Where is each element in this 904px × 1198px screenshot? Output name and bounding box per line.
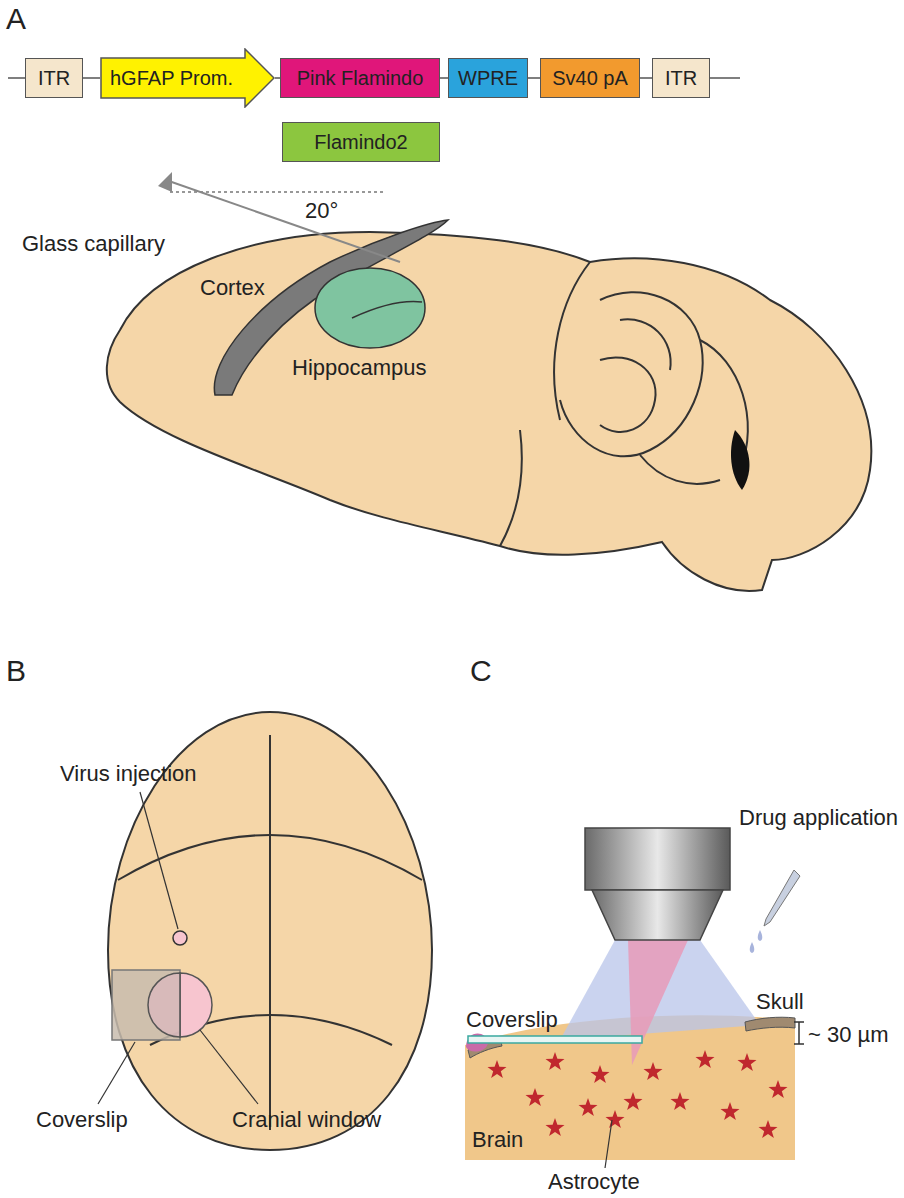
glass-capillary: [166, 180, 400, 262]
leader-line: [140, 792, 178, 929]
panel-letter: B: [6, 654, 26, 687]
node-text: WPRE: [458, 67, 518, 90]
hippocampus-line: [352, 302, 422, 318]
coverslip-glass: [468, 1036, 642, 1043]
brainstem-fill: [731, 430, 749, 490]
brain-outline: [107, 232, 871, 591]
region-label: Cortex: [200, 276, 265, 300]
sensor-box: Flamindo2: [282, 122, 440, 162]
part-label: Virus injection: [60, 762, 197, 786]
droplet: [750, 930, 763, 953]
backbone-line: [8, 77, 25, 79]
node-text: ITR: [665, 67, 697, 90]
node-text: Flamindo2: [314, 131, 407, 154]
excitation-cone: [628, 940, 688, 1065]
node-text: ITR: [38, 67, 70, 90]
wpre-box: WPRE: [448, 58, 528, 98]
polya-box: Sv40 pA: [540, 58, 640, 98]
dimension-label: ~ 30 µm: [808, 1023, 889, 1047]
coverslip-square: [112, 970, 180, 1040]
astrocyte-star: [546, 1118, 565, 1136]
astrocyte-star: [579, 1098, 598, 1116]
backbone-line: [710, 77, 740, 79]
depth-bracket: [794, 1022, 804, 1044]
brain-sulcus: [500, 262, 590, 546]
injection-site: [173, 931, 187, 945]
hippocampus-region: [315, 268, 425, 348]
region-label: Hippocampus: [292, 356, 427, 380]
leader-line: [605, 1120, 612, 1168]
objective-tip: [592, 890, 723, 940]
astrocyte-star: [696, 1050, 715, 1068]
astrocyte-star: [546, 1052, 565, 1070]
part-label: Skull: [756, 990, 804, 1014]
astrocyte-star: [488, 1060, 507, 1078]
part-label: Astrocyte: [548, 1170, 640, 1194]
backbone-line: [528, 77, 540, 79]
angle-label: 20°: [305, 199, 338, 223]
astrocyte-star: [769, 1080, 788, 1098]
capillary-tip: [158, 172, 172, 192]
astrocyte-stars: [488, 1050, 788, 1138]
part-label: Drug application: [739, 806, 898, 830]
backbone-line: [440, 77, 448, 79]
part-label: Brain: [472, 1128, 523, 1152]
cerebellum: [560, 292, 748, 484]
astrocyte-star: [591, 1065, 610, 1083]
cortex-region: [214, 220, 448, 395]
backbone-line: [83, 77, 100, 79]
midline-suture: [269, 735, 271, 1130]
astrocyte-star: [624, 1092, 643, 1110]
astrocyte-star: [526, 1088, 545, 1106]
backbone-line: [640, 77, 652, 79]
sensor-box: Pink Flamindo: [280, 58, 440, 98]
leader-line: [98, 1042, 135, 1104]
node-text: Pink Flamindo: [297, 67, 424, 90]
part-label: Glass capillary: [22, 232, 165, 256]
astrocyte-star: [738, 1053, 757, 1071]
astrocyte-star: [671, 1092, 690, 1110]
node-text: hGFAP Prom.: [110, 67, 233, 90]
brain-tissue: [465, 1015, 795, 1160]
skull-right: [745, 1017, 795, 1031]
leader-line: [200, 1030, 258, 1104]
promoter-arrow: hGFAP Prom.: [100, 48, 275, 108]
part-label: Coverslip: [466, 1008, 558, 1032]
cranial-window-left: [148, 973, 180, 1037]
objective-body: [585, 828, 730, 890]
astrocyte-star: [759, 1120, 778, 1138]
itr-box: ITR: [652, 58, 710, 98]
suture: [118, 835, 422, 880]
itr-box: ITR: [25, 58, 83, 98]
pipette: [764, 870, 800, 926]
astrocyte-star: [644, 1062, 663, 1080]
part-label: Cranial window: [232, 1108, 381, 1132]
panel-letter: A: [6, 2, 26, 35]
astrocyte-star: [721, 1102, 740, 1120]
cranial-window: [180, 973, 212, 1037]
astrocyte-star: [606, 1110, 625, 1128]
part-label: Coverslip: [36, 1108, 128, 1132]
panel-letter: C: [470, 654, 492, 687]
node-text: Sv40 pA: [552, 67, 628, 90]
